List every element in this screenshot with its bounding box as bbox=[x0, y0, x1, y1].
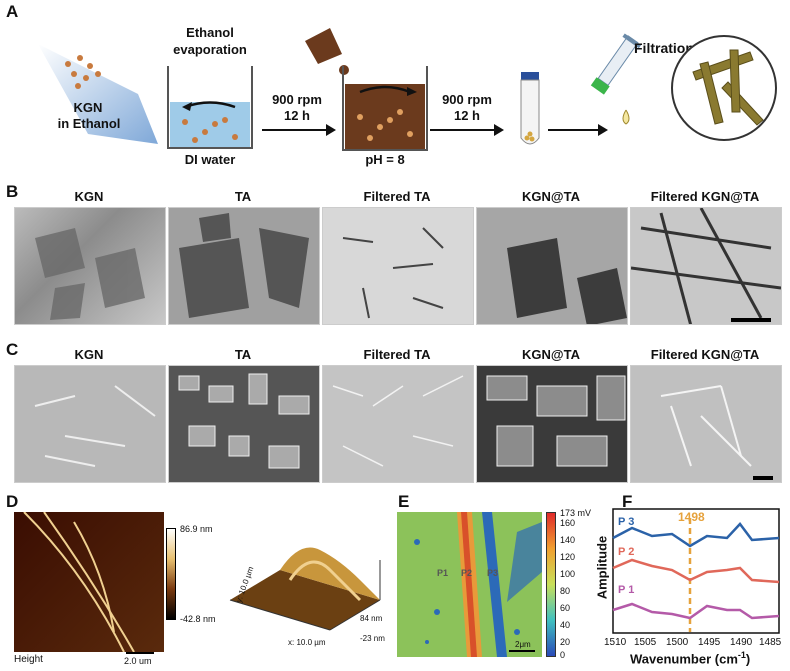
f-label-p3: P 3 bbox=[618, 516, 635, 528]
panel-label-d: D bbox=[6, 492, 19, 511]
series-p2 bbox=[612, 558, 780, 584]
e-p3-label: P3 bbox=[487, 568, 499, 578]
ph-label: pH = 8 bbox=[365, 152, 405, 167]
b-title-filtered-ta: Filtered TA bbox=[363, 189, 431, 204]
tem-image-kgn bbox=[14, 207, 166, 325]
filtered-rods-zoom bbox=[671, 35, 777, 141]
e-cbar-tick: 160 bbox=[560, 518, 576, 528]
c-title-filtered-ta: Filtered TA bbox=[363, 347, 431, 362]
b-scale-bar bbox=[731, 318, 771, 322]
series-p1 bbox=[612, 602, 780, 620]
f-ylabel: Amplitude bbox=[594, 535, 610, 600]
f-xtick: 1485 bbox=[759, 637, 782, 648]
f-xtick: 1495 bbox=[698, 637, 721, 648]
c-title-filtered-kgn-ta: Filtered KGN@TA bbox=[650, 347, 760, 362]
kgn-in-ethanol-arrow bbox=[38, 44, 158, 144]
syringe-filter bbox=[590, 33, 642, 125]
panel-label-f: F bbox=[622, 492, 633, 511]
afm-3d-surface bbox=[229, 547, 381, 631]
panel-label-a: A bbox=[6, 2, 19, 21]
sem-image-kgn bbox=[14, 365, 166, 483]
c-title-kgn: KGN bbox=[74, 347, 104, 362]
tem-image-filtered-kgn-ta bbox=[630, 207, 782, 325]
arrow-2 bbox=[430, 124, 504, 136]
d-z-top: 84 nm bbox=[360, 614, 383, 623]
tem-image-ta bbox=[168, 207, 320, 325]
e-p2-label: P2 bbox=[461, 568, 473, 578]
ethanol-label: Ethanol bbox=[186, 25, 234, 40]
sem-image-filtered-kgn-ta bbox=[630, 365, 782, 483]
panel-label-b: B bbox=[6, 182, 19, 201]
f-label-p2: P 2 bbox=[618, 546, 635, 558]
e-scale-bar bbox=[509, 650, 535, 652]
e-cbar-tick: 0 bbox=[560, 650, 566, 660]
f-xtick: 1490 bbox=[730, 637, 753, 648]
e-cbar-tick: 140 bbox=[560, 535, 576, 545]
e-cbar-tick: 100 bbox=[560, 569, 576, 579]
e-scale-label: 2μm bbox=[515, 640, 531, 649]
centrifuge-tube bbox=[520, 72, 540, 145]
beaker-brown bbox=[342, 66, 428, 151]
afm-height-map bbox=[14, 511, 164, 653]
d-scale-label: 2.0 um bbox=[124, 656, 152, 666]
f-xlabel-sup: -1 bbox=[737, 650, 746, 660]
f-marker-label: 1498 bbox=[678, 510, 705, 524]
beaker-water bbox=[167, 66, 253, 149]
e-p1-label: P1 bbox=[437, 568, 449, 578]
series-p3 bbox=[612, 522, 780, 548]
e-cbar-ticks: 173 mV 160 140 120 100 80 60 40 20 0 bbox=[560, 508, 600, 660]
afm-colorbar bbox=[166, 528, 176, 620]
e-cbar-tick: 20 bbox=[560, 637, 571, 647]
d-x-axis-label: x: 10.0 µm bbox=[288, 638, 326, 647]
time1-label: 12 h bbox=[283, 108, 310, 123]
sem-image-kgn-ta bbox=[476, 365, 628, 483]
sem-image-ta bbox=[168, 365, 320, 483]
b-title-kgn-ta: KGN@TA bbox=[522, 189, 580, 204]
kgn-label: KGN bbox=[73, 100, 103, 115]
f-xlabel-text: Wavenumber (cm bbox=[630, 651, 738, 667]
tem-image-filtered-ta bbox=[322, 207, 474, 325]
rpm2-label: 900 rpm bbox=[442, 92, 492, 107]
c-scale-bar bbox=[753, 476, 773, 480]
e-cbar-tick: 120 bbox=[560, 552, 576, 562]
arrow-3 bbox=[548, 124, 608, 136]
arrow-1 bbox=[262, 124, 336, 136]
spectra-plot bbox=[612, 508, 780, 634]
b-title-kgn: KGN bbox=[74, 189, 104, 204]
d-scale-bar bbox=[126, 652, 154, 654]
kpfm-colorbar bbox=[546, 512, 556, 657]
panel-label-c: C bbox=[6, 340, 19, 359]
f-xticks: 1510 1505 1500 1495 1490 1485 bbox=[604, 637, 790, 649]
in-ethanol-label: in Ethanol bbox=[57, 116, 121, 131]
e-cbar-tick: 173 mV bbox=[560, 508, 592, 518]
filtration-label: Filtration bbox=[634, 40, 694, 56]
b-title-filtered-kgn-ta: Filtered KGN@TA bbox=[650, 189, 760, 204]
f-label-p1: P 1 bbox=[618, 584, 635, 596]
evaporation-label: evaporation bbox=[173, 42, 247, 57]
b-title-ta: TA bbox=[234, 189, 252, 204]
e-cbar-tick: 40 bbox=[560, 620, 571, 630]
tem-image-kgn-ta bbox=[476, 207, 628, 325]
d-height-label: Height bbox=[14, 654, 43, 665]
c-title-kgn-ta: KGN@TA bbox=[522, 347, 580, 362]
f-xlabel: Wavenumber (cm-1) bbox=[630, 650, 750, 666]
d-z-bottom: -23 nm bbox=[360, 634, 385, 643]
d-cbar-top: 86.9 nm bbox=[180, 524, 213, 534]
sem-image-filtered-ta bbox=[322, 365, 474, 483]
f-xlabel-end: ) bbox=[745, 651, 751, 667]
f-xtick: 1510 bbox=[604, 637, 627, 648]
di-water-label: DI water bbox=[184, 152, 236, 167]
e-cbar-tick: 60 bbox=[560, 603, 571, 613]
f-xtick: 1500 bbox=[666, 637, 689, 648]
e-cbar-tick: 80 bbox=[560, 586, 571, 596]
f-xtick: 1505 bbox=[634, 637, 657, 648]
kpfm-map: P1 P2 P3 2μm bbox=[397, 512, 542, 657]
time2-label: 12 h bbox=[453, 108, 480, 123]
panel-label-e: E bbox=[398, 492, 410, 511]
rpm1-label: 900 rpm bbox=[272, 92, 322, 107]
d-cbar-bottom: -42.8 nm bbox=[180, 614, 216, 624]
c-title-ta: TA bbox=[234, 347, 252, 362]
